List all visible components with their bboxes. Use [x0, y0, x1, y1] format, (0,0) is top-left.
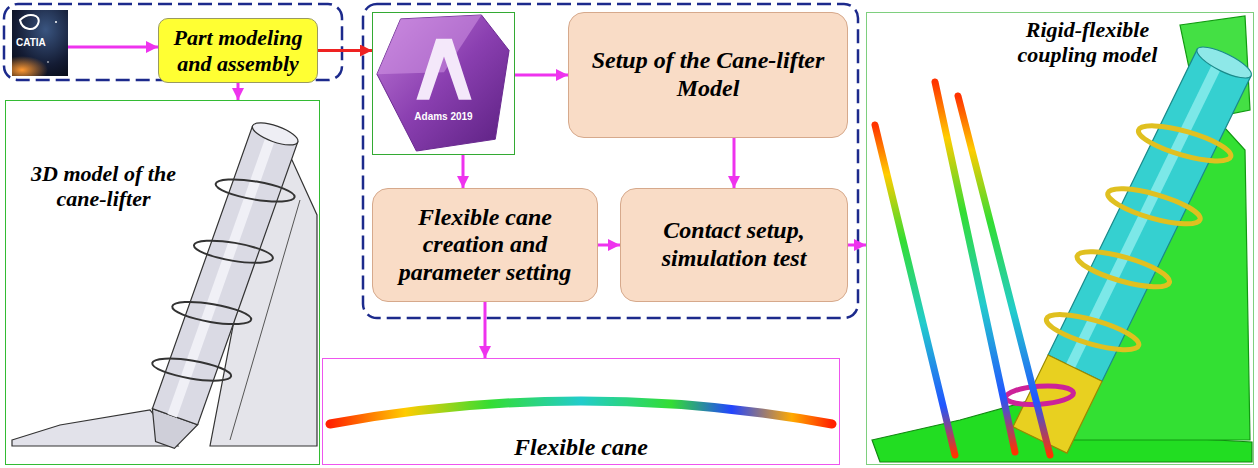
flow-arrow	[237, 83, 240, 100]
logo-gem	[377, 15, 509, 151]
cane-lifter-drawing	[167, 131, 277, 417]
process-box: Part modeling and assembly	[158, 18, 318, 83]
flow-arrow	[848, 244, 866, 247]
process-box: Setup of the Cane-lifter Model	[568, 12, 848, 138]
cane-lifter-drawing	[171, 298, 253, 329]
rigid-flexible-model-drawing	[875, 125, 955, 455]
flexible-cane-drawing	[330, 401, 832, 424]
flow-arrow	[484, 302, 487, 358]
flexible-cane-drawing	[330, 401, 832, 424]
figure-panel: Flexible cane	[322, 358, 840, 465]
rigid-flexible-model-drawing	[1135, 119, 1234, 169]
panel-title: 3D model of the cane-lifter	[16, 161, 191, 212]
cane-lifter-drawing	[214, 175, 296, 206]
box-label: Setup of the Cane-lifter Model	[577, 47, 839, 102]
box-label: Flexible cane creation and parameter set…	[381, 204, 589, 287]
logo-text: Adams 2019	[414, 111, 472, 123]
dashed-group-frame	[4, 4, 858, 318]
figure-panel: Rigid-flexible coupling model	[866, 12, 1254, 465]
rigid-flexible-model-drawing	[992, 31, 1258, 462]
panel-title: Flexible cane	[514, 434, 648, 462]
software-logo: Adams 2019	[372, 12, 515, 155]
rigid-flexible-model-drawing	[1066, 58, 1224, 368]
box-label: Contact setup, simulation test	[629, 217, 839, 272]
rigid-flexible-model-drawing	[1043, 307, 1142, 357]
flow-arrow	[515, 74, 568, 77]
logo-mark	[20, 15, 39, 29]
cane-lifter-drawing	[250, 118, 301, 149]
logo-text: CATIA	[16, 37, 46, 49]
logo-star	[47, 61, 49, 63]
logo-letter-shape	[416, 39, 471, 100]
rigid-flexible-model-drawing	[1074, 244, 1173, 294]
logo-graphic	[373, 13, 514, 154]
flow-arrow	[733, 138, 736, 188]
rigid-flexible-model-drawing	[1193, 41, 1255, 83]
process-box: Contact setup, simulation test	[620, 188, 848, 302]
software-logo: CATIA	[12, 10, 68, 76]
box-label: Part modeling and assembly	[167, 25, 309, 76]
cane-lifter-drawing	[192, 236, 274, 267]
dashed-group-frame	[363, 4, 858, 318]
flow-arrow	[462, 155, 465, 188]
flow-arrow	[318, 49, 372, 52]
panel-title: Rigid-flexible coupling model	[1005, 17, 1170, 68]
rigid-flexible-model-drawing	[872, 16, 1258, 462]
logo-star	[55, 21, 57, 23]
process-box: Flexible cane creation and parameter set…	[372, 188, 598, 302]
cane-lifter-drawing	[151, 354, 233, 385]
rigid-flexible-model-drawing	[958, 96, 1050, 455]
cane-lifter-drawing	[12, 113, 317, 459]
figure-panel: 3D model of the cane-lifter	[5, 100, 320, 465]
rigid-flexible-model-drawing	[1105, 182, 1204, 232]
flow-arrow	[598, 244, 620, 247]
flow-arrow	[68, 46, 158, 49]
rigid-flexible-model-drawing	[1048, 49, 1251, 381]
logo-glow	[12, 56, 48, 76]
